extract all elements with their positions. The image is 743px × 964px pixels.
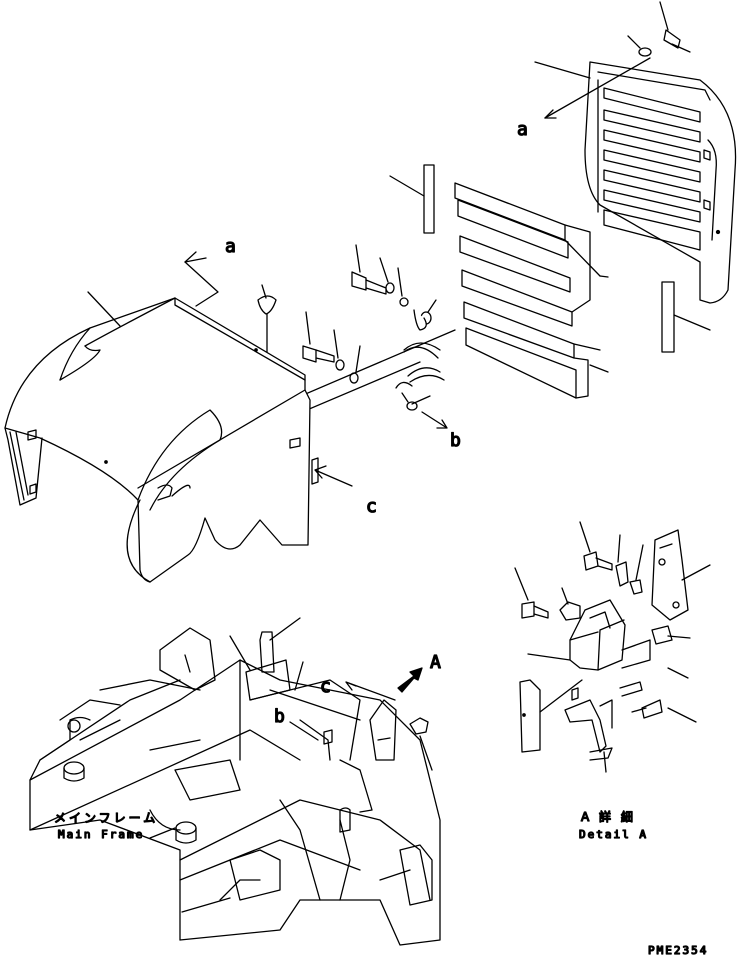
callout-a-hood: a — [225, 236, 236, 257]
grille-bolt — [534, 1, 691, 79]
main-frame-label-en: Main Frame — [58, 828, 144, 841]
detail-a-label-en: Detail A — [579, 828, 648, 841]
arrow-c-right — [314, 465, 353, 487]
main-frame — [29, 627, 441, 946]
louver-blades — [454, 182, 609, 399]
arrow-a-left — [184, 251, 207, 263]
callout-c-frame: c — [320, 676, 331, 697]
detail-a-arrow — [397, 667, 423, 693]
frame-leader-3 — [294, 661, 304, 691]
main-frame-label-jp: メインフレーム — [54, 811, 158, 825]
main-frame-leader — [149, 827, 176, 839]
frame-bolt — [409, 717, 433, 771]
engine-hood-cover — [4, 297, 319, 583]
callout-b-right: b — [450, 430, 461, 451]
hardware-bolts-washers — [257, 244, 445, 411]
radiator-grille — [584, 61, 737, 304]
frame-leader-2 — [269, 617, 301, 641]
detail-a-label-jp: A 詳 細 — [581, 809, 636, 824]
callout-detail-a: A — [430, 652, 441, 673]
callout-a-grille: a — [517, 119, 528, 140]
leader-a-top — [544, 57, 651, 119]
side-seal-left — [389, 164, 435, 234]
arrow-c-frame — [345, 681, 396, 701]
callout-b-frame: b — [274, 706, 285, 727]
side-seal-right — [661, 281, 711, 353]
leader-a-left — [184, 261, 219, 307]
drawing-number: PME2354 — [648, 944, 708, 957]
callout-c-right: c — [366, 496, 377, 517]
hood-leader — [87, 291, 121, 327]
leader-b-frame — [289, 721, 319, 741]
detail-a-leaders — [514, 521, 711, 773]
frame-leader-bottom — [181, 897, 231, 913]
arrow-a-top — [544, 109, 557, 119]
detail-a-assembly — [519, 529, 689, 761]
frame-leader-1 — [229, 635, 251, 671]
arrow-b-right — [421, 411, 448, 429]
